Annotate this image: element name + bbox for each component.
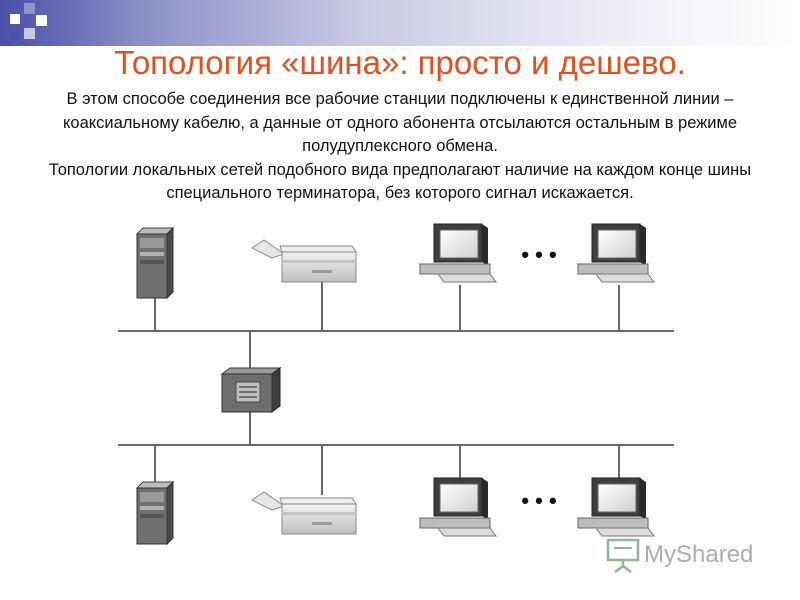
- watermark: MyShared: [606, 538, 753, 573]
- paragraph-bus-description: В этом способе соединения все рабочие ст…: [63, 90, 737, 155]
- network-device-icon: [220, 367, 282, 413]
- workstation-icon: [576, 477, 655, 537]
- workstation-icon: [418, 223, 497, 283]
- decor-square: [24, 28, 35, 39]
- bus-topology-diagram: • • •: [118, 223, 753, 573]
- server-icon: [135, 226, 175, 300]
- more-devices-ellipsis: • • •: [521, 242, 556, 267]
- printer-icon: [251, 491, 357, 535]
- decor-square: [36, 15, 47, 26]
- more-devices-ellipsis: • • •: [521, 488, 556, 513]
- slide-title: Топология «шина»: просто и дешево.: [114, 44, 686, 81]
- slide-body: В этом способе соединения все рабочие ст…: [20, 88, 780, 206]
- workstation-icon: [576, 223, 655, 283]
- header-gradient-bar: [0, 0, 800, 46]
- printer-icon: [251, 239, 357, 283]
- paragraph-terminator-note: Топологии локальных сетей подобного вида…: [48, 160, 752, 203]
- workstation-icon: [418, 477, 497, 537]
- presentation-board-icon: [606, 538, 640, 573]
- watermark-text: MyShared: [644, 541, 753, 568]
- decor-square: [24, 3, 35, 14]
- decor-square: [10, 31, 20, 41]
- server-icon: [135, 480, 175, 546]
- decor-square: [10, 14, 20, 24]
